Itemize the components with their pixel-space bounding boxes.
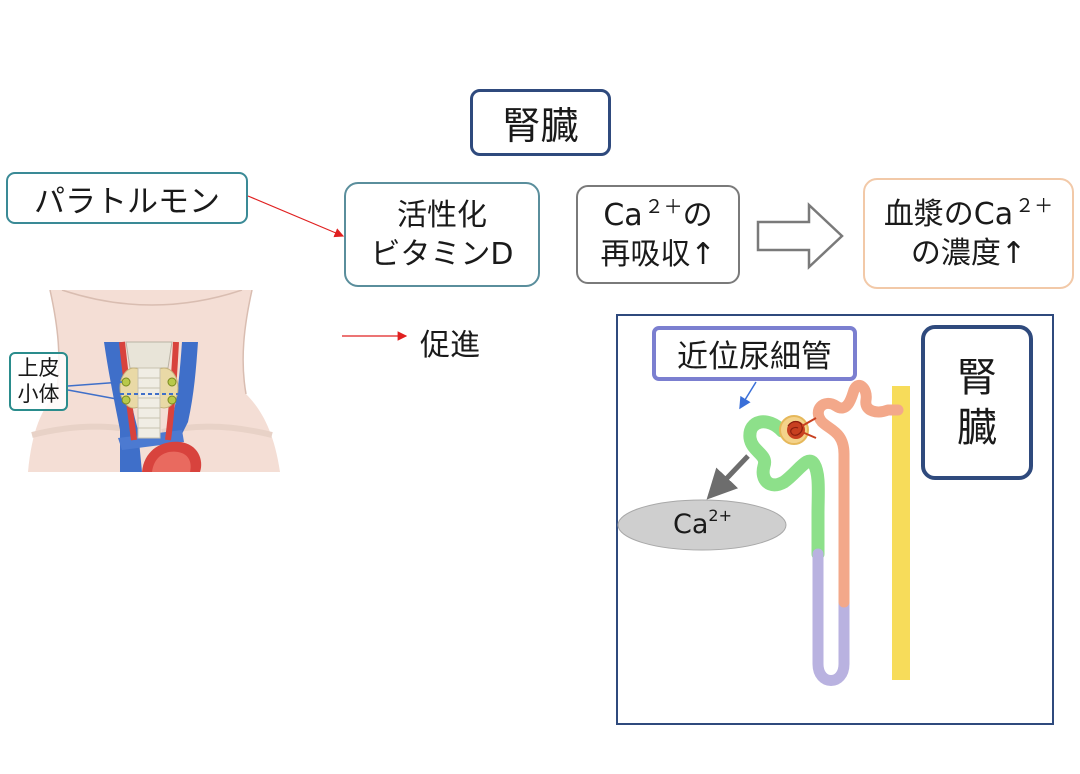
pth-to-vitd-arrow [247, 195, 345, 238]
parathyroid-label-line1: 上皮 [17, 356, 60, 381]
ca-ion-oval [617, 499, 787, 551]
result-arrow [756, 202, 844, 270]
glomerulus [787, 421, 805, 439]
active-vitamin-d-box: 活性化 ビタミンD [344, 182, 540, 287]
reabsorption-arrow [706, 454, 750, 500]
neck-illustration [28, 290, 280, 472]
nephron-diagram [617, 380, 910, 686]
loop-of-henle [812, 548, 850, 686]
parathyroid-label-line2: 小体 [17, 381, 60, 406]
proximal-tubule-label-box: 近位尿細管 [652, 326, 857, 381]
ca-ion-charge: 2+ [708, 506, 732, 525]
collecting-duct [892, 386, 910, 680]
proximal-tubule [743, 415, 825, 561]
plasma-charge: ２＋ [1015, 195, 1054, 217]
reabsorption-line2: 再吸収↑ [600, 237, 716, 272]
tubule-pointer [739, 381, 757, 410]
parathyroid-hormone-box: パラトルモン [6, 172, 248, 224]
kidney-label-box: 腎 臓 [921, 325, 1033, 480]
proximal-tubule-label: 近位尿細管 [677, 339, 832, 375]
distal-tubule [812, 380, 904, 608]
plasma-prefix: 血漿のCa [883, 197, 1014, 232]
plasma-line2: の濃度↑ [910, 236, 1027, 271]
reabsorption-charge: ２＋ [644, 196, 683, 218]
vitamin-d-line1: 活性化 [397, 197, 487, 233]
parathyroid-hormone-label: パラトルモン [34, 183, 220, 220]
legend-promote-label: 促進 [420, 328, 480, 363]
reabsorption-ca: Ca [603, 198, 643, 233]
reabsorption-suffix: の [682, 198, 713, 233]
title-kidney: 腎臓 [502, 104, 579, 148]
parathyroid-label-box: 上皮 小体 [9, 352, 68, 411]
ca-ion-symbol: Ca [673, 509, 709, 540]
title-kidney-box: 腎臓 [470, 89, 611, 156]
ca-ion-label: Ca2+ [673, 506, 732, 540]
kidney-label-line2: 臓 [957, 404, 997, 451]
vitamin-d-line2: ビタミンD [370, 236, 514, 272]
kidney-label-line1: 腎 [957, 354, 997, 401]
